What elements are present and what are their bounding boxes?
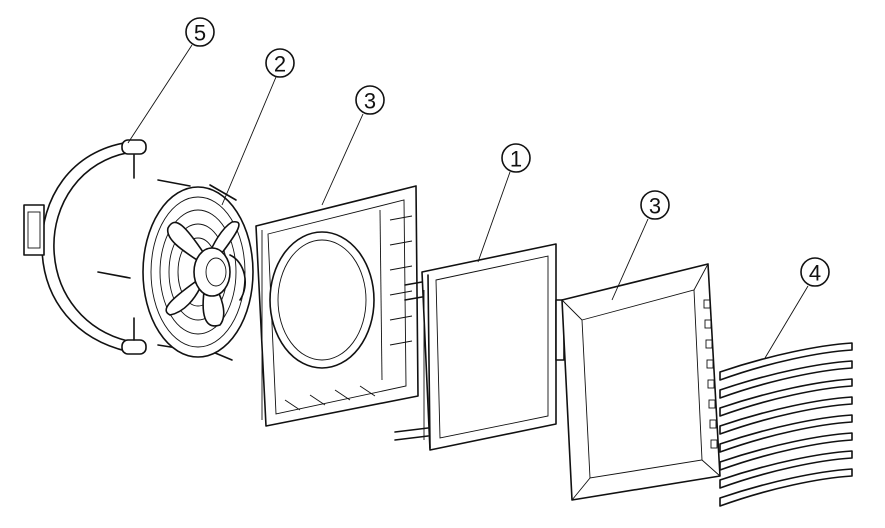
- callout-label: 3: [364, 89, 376, 114]
- callout-4: 4: [800, 257, 830, 287]
- callout-2: 2: [265, 48, 295, 78]
- heat-exchanger-coil: [394, 243, 565, 451]
- fan: [142, 186, 254, 358]
- callout-label: 3: [649, 194, 661, 219]
- callout-label: 2: [274, 52, 286, 77]
- callout-label: 5: [194, 21, 206, 46]
- leader-lines: [127, 44, 809, 359]
- rear-frame: [255, 185, 419, 427]
- callout-label: 4: [809, 261, 821, 286]
- louvers: [719, 342, 853, 507]
- callout-1: 1: [501, 143, 531, 173]
- callout-label: 1: [510, 147, 522, 172]
- callout-3b: 3: [640, 190, 670, 220]
- callout-5: 5: [185, 17, 215, 47]
- front-frame: [561, 263, 721, 501]
- callout-3a: 3: [355, 85, 385, 115]
- mounting-bracket: [23, 139, 237, 361]
